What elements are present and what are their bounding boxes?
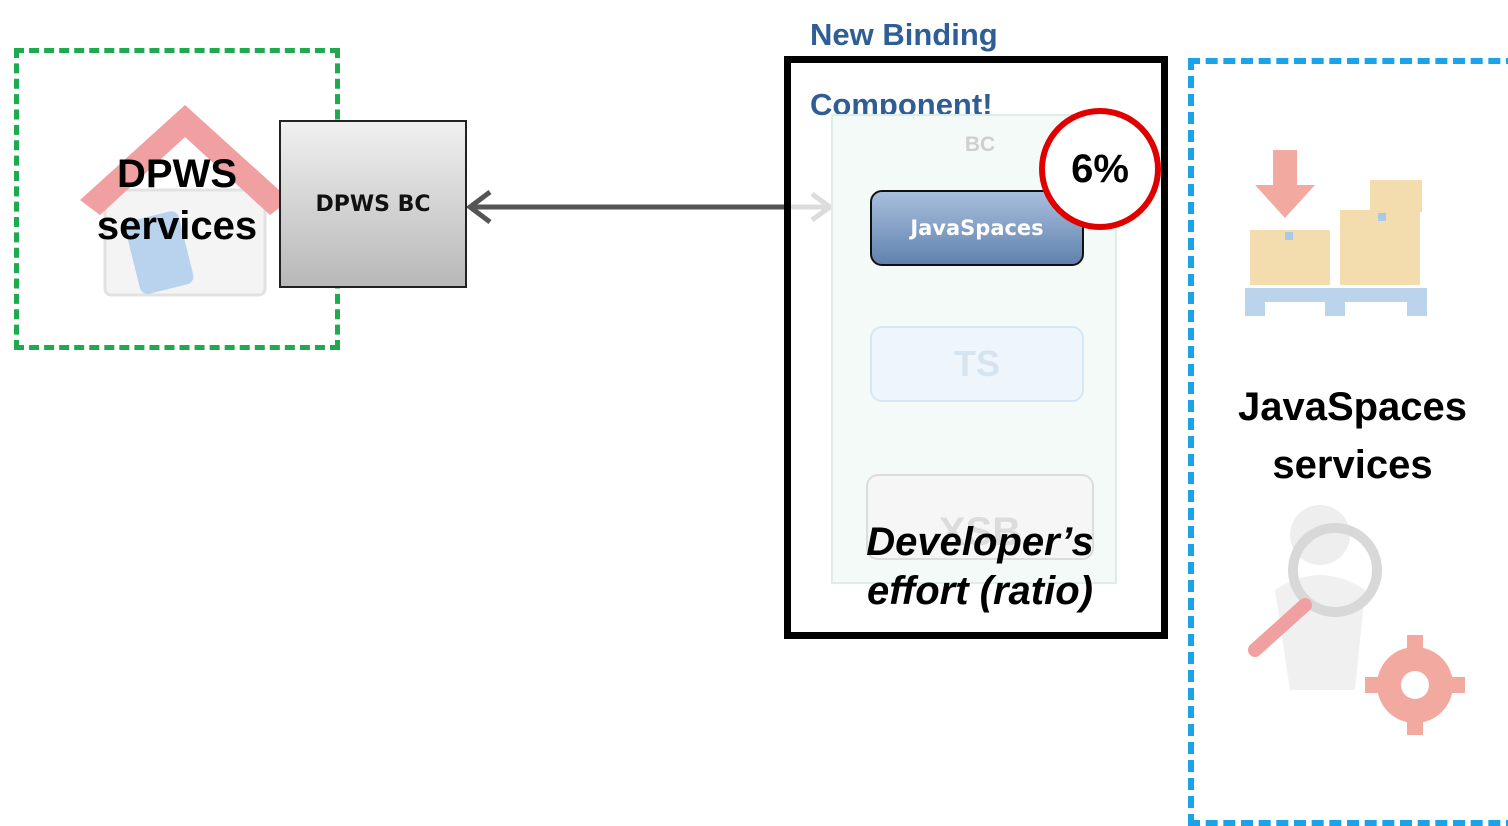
bc-label: BC bbox=[964, 133, 996, 156]
dpws-title-line2: services bbox=[96, 204, 258, 248]
effort-line1: Developer’s bbox=[866, 520, 1094, 564]
arrow-head-right bbox=[810, 191, 835, 223]
javaspaces-title-line2: services bbox=[1272, 443, 1433, 487]
developer-effort-label: Developer’s effort (ratio) bbox=[795, 518, 1165, 616]
magnifier-person-icon bbox=[1248, 505, 1465, 735]
house-icon bbox=[80, 105, 290, 297]
dpws-bc-box: DPWS BC bbox=[279, 120, 467, 288]
gear-icon bbox=[1365, 635, 1465, 735]
effort-percent-value: 6% bbox=[1071, 146, 1129, 191]
pallet-boxes-icon bbox=[1245, 150, 1427, 316]
javaspaces-services-title: JavaSpaces services bbox=[1195, 378, 1508, 494]
javaspaces-label: JavaSpaces bbox=[910, 216, 1044, 240]
new-bc-frame bbox=[784, 56, 1168, 639]
xsb-label: XSB bbox=[938, 510, 1022, 554]
ts-box: TS bbox=[870, 326, 1084, 402]
xsb-box: XSB bbox=[866, 474, 1094, 560]
dpws-bc-label: DPWS BC bbox=[315, 191, 431, 217]
effort-percent-badge: 6% bbox=[1039, 108, 1161, 230]
dpws-services-title: DPWS services bbox=[72, 148, 282, 252]
arrow-head-left bbox=[465, 190, 492, 224]
ts-label: TS bbox=[953, 343, 1000, 384]
dpws-title-line1: DPWS bbox=[117, 152, 237, 196]
effort-line2: effort (ratio) bbox=[867, 569, 1093, 613]
new-bc-title-line1: New Binding bbox=[810, 17, 998, 52]
javaspaces-title-line1: JavaSpaces bbox=[1237, 385, 1468, 429]
